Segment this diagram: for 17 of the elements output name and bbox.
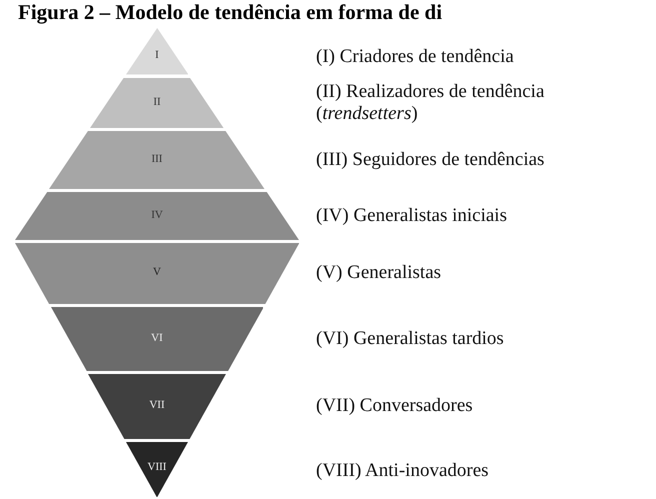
- level-description: (VI) Generalistas tardios: [316, 328, 505, 350]
- roman-numeral: IV: [150, 208, 164, 220]
- level-description: (IV) Generalistas iniciais: [316, 204, 508, 226]
- level-description: (V) Generalistas: [316, 262, 442, 284]
- roman-numeral: III: [150, 152, 164, 164]
- level-description: (VII) Conversadores: [316, 395, 474, 417]
- roman-numeral: VIII: [146, 460, 168, 473]
- roman-numeral: I: [154, 48, 160, 61]
- roman-numeral: II: [152, 96, 162, 108]
- level-description: (III) Seguidores de tendências: [316, 148, 546, 170]
- roman-numeral: VI: [150, 332, 164, 344]
- roman-numeral: V: [152, 266, 162, 278]
- figure-title: Figura 2 – Modelo de tendência em forma de di: [18, 0, 442, 25]
- level-description: (VIII) Anti-inovadores: [316, 460, 490, 482]
- roman-numeral: VII: [148, 399, 166, 411]
- level-description: (I) Criadores de tendência: [316, 46, 515, 68]
- level-description: (II) Realizadores de tendência (trendsetters): [316, 80, 546, 124]
